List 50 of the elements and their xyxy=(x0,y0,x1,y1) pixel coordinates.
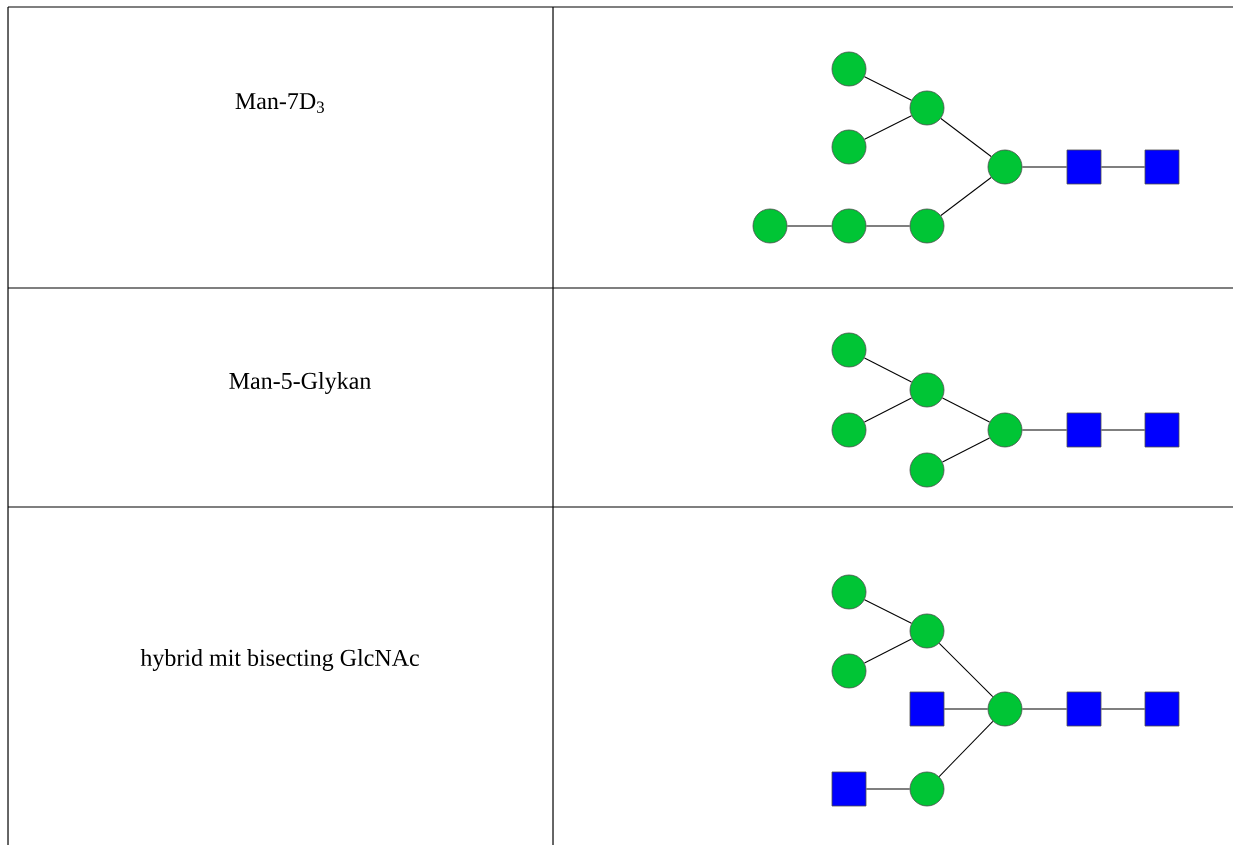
row-label: Man-7D$_{3}$ xyxy=(235,93,324,113)
linkage-line xyxy=(940,177,992,216)
row-label: Man-5-Glykan xyxy=(229,372,371,394)
glycan-square xyxy=(909,691,945,727)
glycan-circle xyxy=(909,771,945,807)
glycan-square xyxy=(1144,149,1180,185)
glycan-circle xyxy=(909,208,945,244)
linkage-line xyxy=(864,638,913,664)
glycan-circle xyxy=(909,613,945,649)
glycan-circle xyxy=(909,452,945,488)
glycan-circle xyxy=(831,208,867,244)
linkage-line xyxy=(864,357,913,383)
glycan-circle xyxy=(831,51,867,87)
glycan-square xyxy=(1144,691,1180,727)
linkage-line xyxy=(864,397,913,423)
linkage-line xyxy=(864,76,912,101)
linkage-line xyxy=(864,115,912,140)
glycan-circle xyxy=(831,332,867,368)
glycan-square xyxy=(1066,691,1102,727)
glycan-circle xyxy=(831,129,867,165)
linkage-line xyxy=(1021,429,1068,431)
linkage-line xyxy=(943,708,989,710)
row-label: hybrid mit bisecting GlcNAc xyxy=(140,649,419,671)
linkage-line xyxy=(940,118,992,157)
glycan-circle xyxy=(909,372,945,408)
glycan-circle xyxy=(987,149,1023,185)
linkage-line xyxy=(1100,166,1146,168)
linkage-line xyxy=(1021,166,1068,168)
linkage-line xyxy=(865,788,911,790)
linkage-line xyxy=(1021,708,1068,710)
glycan-circle xyxy=(987,412,1023,448)
glycan-square xyxy=(1066,412,1102,448)
glycan-circle xyxy=(831,412,867,448)
glycan-circle xyxy=(987,691,1023,727)
linkage-line xyxy=(942,437,991,463)
glycan-square xyxy=(1144,412,1180,448)
linkage-line xyxy=(864,599,912,624)
linkage-line xyxy=(865,225,911,227)
linkage-line xyxy=(938,642,994,698)
linkage-line xyxy=(942,397,991,423)
linkage-line xyxy=(1100,708,1146,710)
glycan-square xyxy=(1066,149,1102,185)
glycan-circle xyxy=(831,653,867,689)
linkage-line xyxy=(1100,429,1146,431)
linkage-line xyxy=(786,225,833,227)
linkage-line xyxy=(938,720,994,778)
glycan-square xyxy=(831,771,867,807)
glycan-circle xyxy=(752,208,788,244)
glycan-circle xyxy=(831,574,867,610)
glycan-circle xyxy=(909,90,945,126)
